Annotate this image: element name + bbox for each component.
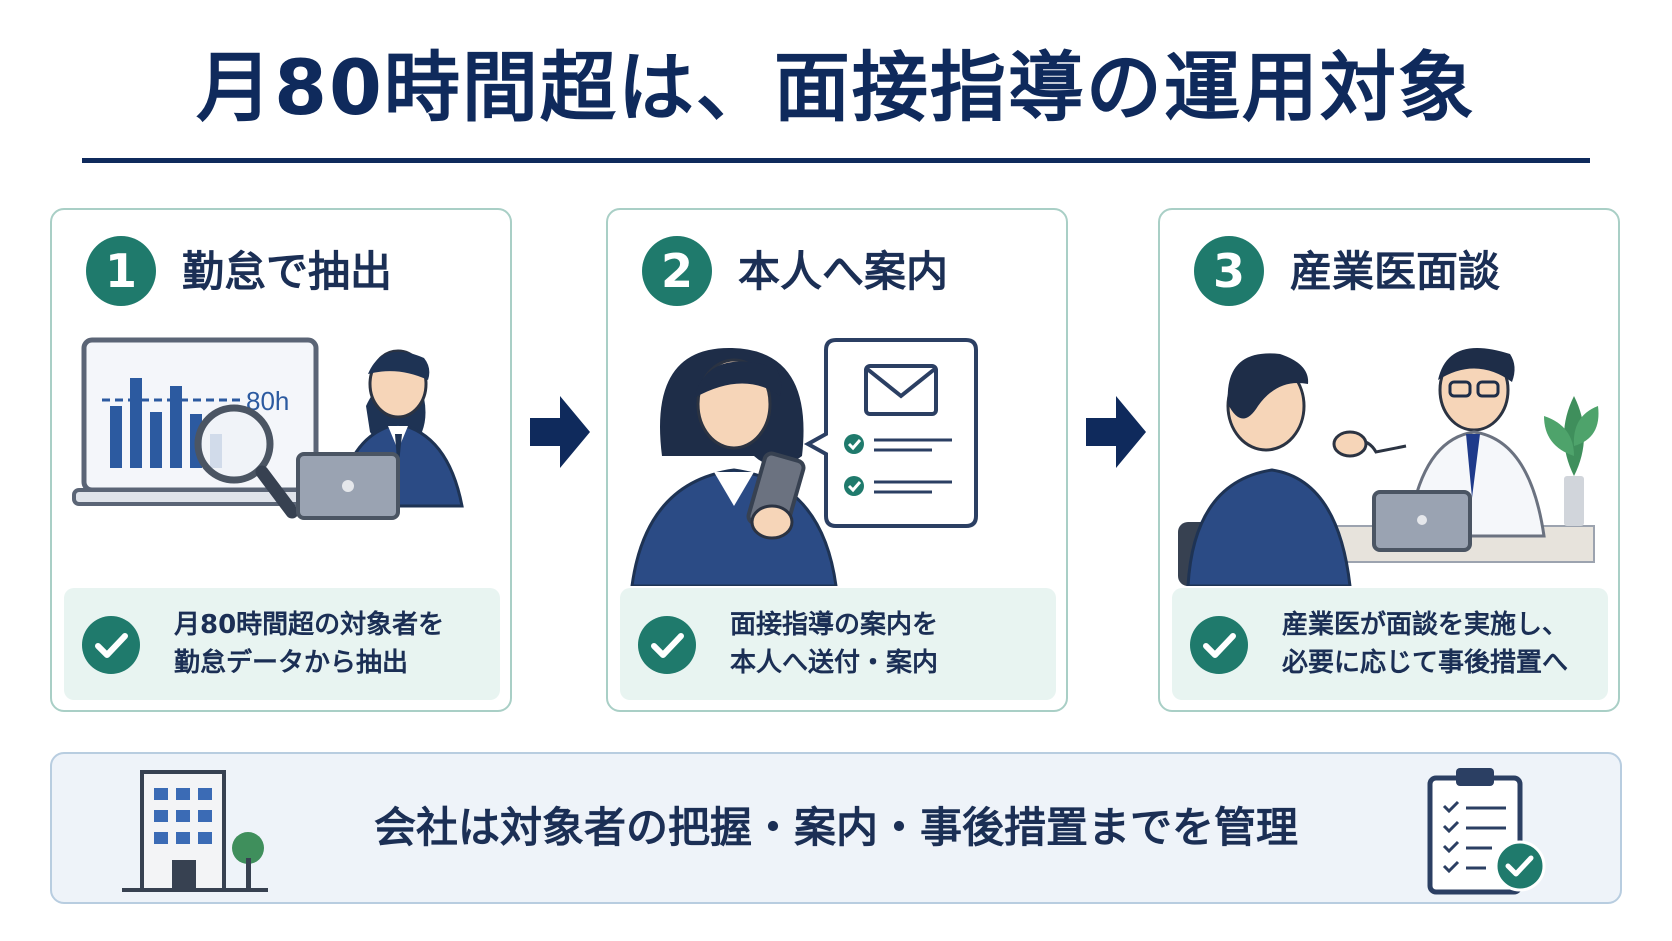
- check-icon: [82, 616, 140, 674]
- laptop-chart-icon: 80h: [72, 337, 464, 520]
- step-note-line: 必要に応じて事後措置へ: [1282, 648, 1569, 678]
- summary-text: 会社は対象者の把握・案内・事後措置までを管理: [373, 803, 1298, 852]
- building-icon: [122, 770, 268, 892]
- patient-icon: [1178, 353, 1352, 586]
- step-title-2: 本人へ案内: [738, 247, 949, 296]
- summary-banner: 会社は対象者の把握・案内・事後措置までを管理: [50, 752, 1622, 904]
- step-number-1: 1: [86, 236, 156, 306]
- step-card-3: 3 産業医面談 産業: [1158, 208, 1620, 712]
- step-number-3: 3: [1194, 236, 1264, 306]
- step-note-line: 月80時間超の対象者を: [174, 610, 445, 640]
- step-note-text-1: 月80時間超の対象者を 勤怠データから抽出: [174, 606, 494, 682]
- step-title-1: 勤怠で抽出: [182, 247, 393, 296]
- person-phone-icon: [630, 338, 978, 586]
- title-underline: [82, 158, 1590, 163]
- step-note-text-3: 産業医が面談を実施し、 必要に応じて事後措置へ: [1282, 606, 1602, 682]
- plant-icon: [1544, 396, 1599, 526]
- step-note-text-2: 面接指導の案内を 本人へ送付・案内: [730, 606, 1050, 682]
- step-title-3: 産業医面談: [1290, 247, 1501, 296]
- page-title: 月80時間超は、面接指導の運用対象: [196, 43, 1476, 132]
- person-laptop-icon: [296, 349, 464, 520]
- clipboard-check-icon: [1427, 768, 1546, 895]
- step-note-3: 産業医が面談を実施し、 必要に応じて事後措置へ: [1172, 588, 1608, 700]
- doctor-icon: [1178, 347, 1599, 586]
- arrow-right-icon: [1086, 396, 1146, 468]
- step-card-1: 1 勤怠で抽出 80h: [50, 208, 512, 712]
- step-note-2: 面接指導の案内を 本人へ送付・案内: [620, 588, 1056, 700]
- magnifier-icon: [194, 404, 299, 519]
- arrow-right-icon: [530, 396, 590, 468]
- step-note-line: 本人へ送付・案内: [730, 648, 939, 678]
- step-note-line: 産業医が面談を実施し、: [1282, 610, 1569, 640]
- check-icon: [638, 616, 696, 674]
- checklist-icon: [803, 338, 978, 528]
- mail-icon: [864, 364, 938, 416]
- step-note-line: 面接指導の案内を: [730, 610, 939, 640]
- step-note-1: 月80時間超の対象者を 勤怠データから抽出: [64, 588, 500, 700]
- step-note-line: 勤怠データから抽出: [174, 648, 409, 678]
- step-card-2: 2 本人へ案内 面接指: [606, 208, 1068, 712]
- check-icon: [1190, 616, 1248, 674]
- step-number-2: 2: [642, 236, 712, 306]
